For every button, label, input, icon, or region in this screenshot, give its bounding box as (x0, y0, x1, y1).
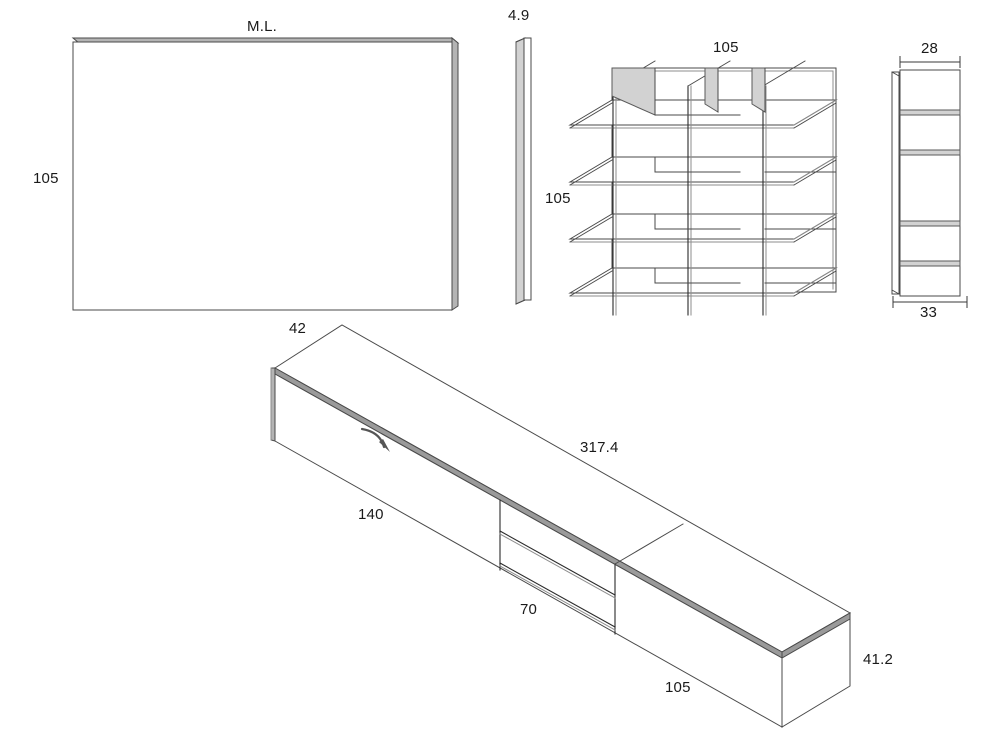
label-ml: M.L. (247, 18, 277, 35)
label-bookcase-depth-bottom: 33 (920, 304, 937, 321)
label-module-left: 140 (358, 506, 384, 523)
label-module-middle: 70 (520, 601, 537, 618)
label-thin-panel-thickness: 4.9 (508, 7, 529, 24)
dim-line-28 (899, 56, 961, 68)
sideboard-drawer-seams (499, 530, 616, 631)
thin-panel-bottom-chamfer (515, 299, 526, 305)
curved-down-arrow-icon (360, 427, 390, 452)
thin-panel-front-face (523, 37, 532, 301)
back-panel-right-edge (451, 36, 459, 311)
label-back-panel-height: 105 (33, 170, 59, 187)
bookcase-shelf-level-4 (568, 267, 838, 297)
bookcase-side-view (891, 56, 968, 308)
back-panel-view (71, 36, 460, 311)
label-sideboard-height: 41.2 (863, 651, 893, 668)
label-bookcase-width: 105 (713, 39, 739, 56)
thin-panel-top-chamfer (515, 37, 526, 43)
sideboard-right-end-thickness (781, 612, 851, 659)
bookcase-iso-view (568, 60, 838, 316)
side-view-body (899, 69, 961, 297)
side-view-back-top-chamfer (891, 71, 900, 77)
label-sideboard-length: 317.4 (580, 439, 619, 456)
label-sideboard-depth: 42 (289, 320, 306, 337)
label-module-right: 105 (665, 679, 691, 696)
sideboard-module-dividers (499, 499, 616, 635)
bookcase-inner-panels (611, 67, 837, 284)
label-bookcase-depth-top: 28 (921, 40, 938, 57)
bookcase-shelf-level-3 (568, 213, 838, 243)
thin-panel-view (515, 37, 532, 305)
label-thin-panel-height: 105 (545, 190, 571, 207)
side-view-back-bottom-chamfer (891, 289, 900, 295)
side-view-shelf-bands (899, 109, 961, 267)
side-view-back-strip (891, 71, 900, 295)
sideboard-right-module-seam (614, 523, 684, 565)
back-panel-face (72, 41, 453, 311)
bookcase-divider-3 (762, 60, 806, 316)
sideboard-left-end-edge (270, 367, 276, 442)
bookcase-right-depth (793, 99, 837, 294)
dim-line-33 (892, 296, 968, 308)
sideboard-iso-view (270, 324, 852, 728)
